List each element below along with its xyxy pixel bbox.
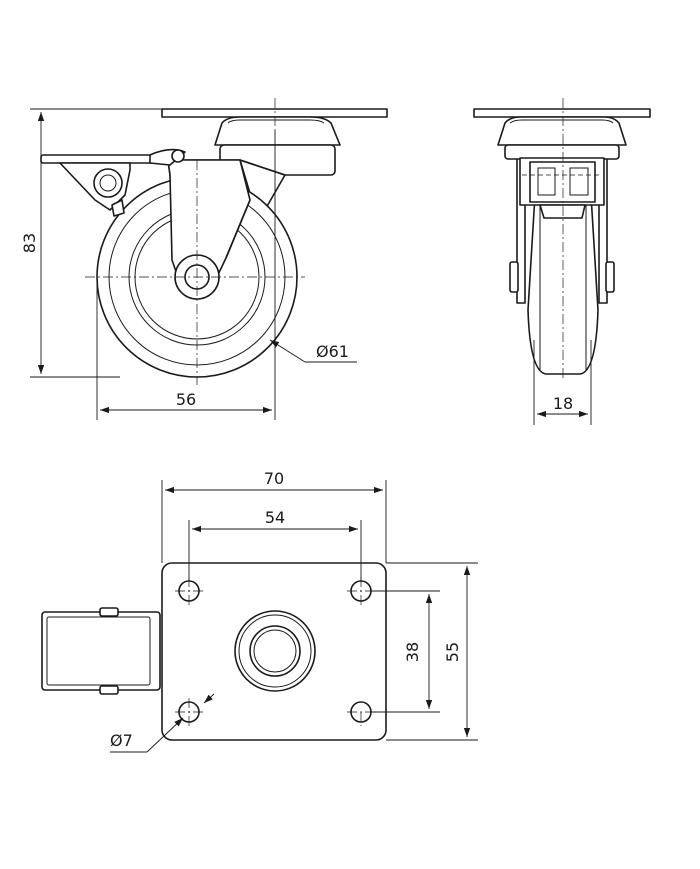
side-view-top-plate: [161, 108, 388, 118]
top-view-hole-diameter-label: Ø7: [110, 731, 133, 750]
top-view-plate-depth-label: 55: [443, 642, 462, 662]
top-view-plate-width-label: 70: [264, 469, 284, 488]
front-view: 18: [473, 98, 651, 425]
front-view-width-label: 18: [553, 394, 573, 413]
top-view-brake-pedal: [41, 611, 161, 691]
top-view-hole-spacing-x-label: 54: [265, 508, 285, 527]
front-view-axle-right: [605, 261, 615, 293]
front-view-axle-left: [509, 261, 519, 293]
side-view-diameter-label: Ø61: [316, 342, 349, 361]
front-view-bearing-ring: [504, 144, 620, 160]
side-view-height-label: 83: [20, 233, 39, 253]
side-view-diameter-leader: [269, 339, 306, 363]
side-view-swivel-housing: [214, 116, 341, 146]
top-view: 70 54 38 55 Ø7: [41, 469, 478, 753]
top-view-kingpin-inner: [249, 625, 301, 677]
top-view-mounting-plate: [161, 562, 387, 741]
top-view-hole-spacing-y-label: 38: [403, 642, 422, 662]
front-view-swivel-housing: [497, 116, 627, 146]
front-view-top-plate: [473, 108, 651, 118]
top-view-kingpin-outer: [234, 610, 316, 692]
side-view-offset-label: 56: [176, 390, 196, 409]
side-view: 83 56 Ø61: [20, 98, 388, 420]
